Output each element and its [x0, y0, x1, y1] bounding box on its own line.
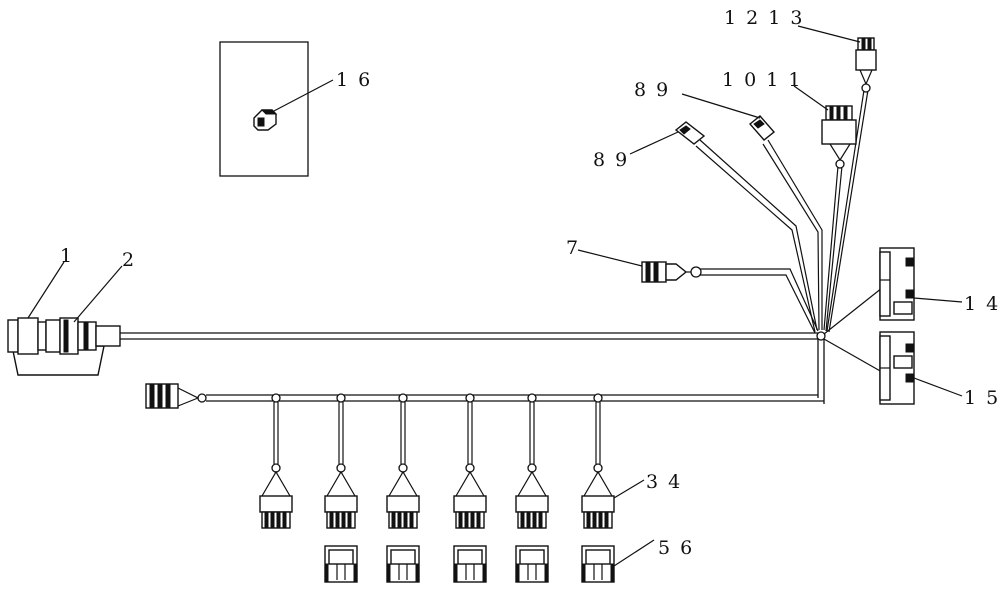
callout-10-11: 1 0 1 1: [722, 69, 802, 91]
lower-branch-end-connector: [145, 383, 207, 409]
connector-8-9-lower: [629, 121, 706, 155]
connector-cover: [581, 545, 615, 583]
callout-2: 2: [122, 249, 136, 271]
connector-12-13: [797, 25, 877, 93]
drop-connector: [324, 393, 358, 529]
callout-15: 1 5: [964, 387, 1000, 409]
part-16-clip: [253, 109, 278, 131]
drop-connector: [259, 393, 293, 529]
drop-connector: [515, 393, 549, 529]
connector-cover: [386, 545, 420, 583]
callout-3-4: 3 4: [646, 471, 682, 493]
main-junction: [816, 331, 826, 341]
drop-connector: [453, 393, 487, 529]
connector-10-11: [793, 85, 857, 169]
main-trunk: [120, 332, 825, 404]
inset-box: [219, 41, 334, 177]
connector-14: [879, 247, 963, 321]
connector-cover: [324, 545, 358, 583]
drop-connector: [581, 393, 615, 529]
callout-labels: 1 2 3 4 5 6 7 8 9 8 9 1 0 1 1 1 2 1 3 1 …: [60, 7, 1000, 559]
connector-8-9-upper: [681, 93, 776, 141]
callout-5-6: 5 6: [658, 537, 694, 559]
callout-7: 7: [566, 237, 580, 259]
connector-15: [879, 331, 963, 405]
drop-connectors: [259, 393, 615, 583]
callout-12-13: 1 2 1 3: [724, 7, 804, 29]
connector-7: [577, 249, 702, 283]
callout-16: 1 6: [336, 69, 372, 91]
fan-wires: [694, 89, 883, 373]
connector-cover: [453, 545, 487, 583]
connector-cover: [515, 545, 549, 583]
drop-connector: [386, 393, 420, 529]
callout-14: 1 4: [964, 293, 1000, 315]
connector-1-2: [7, 261, 123, 376]
callout-8-9-upper: 8 9: [634, 79, 670, 101]
callout-8-9-lower: 8 9: [593, 149, 629, 171]
callout-1: 1: [60, 245, 74, 267]
